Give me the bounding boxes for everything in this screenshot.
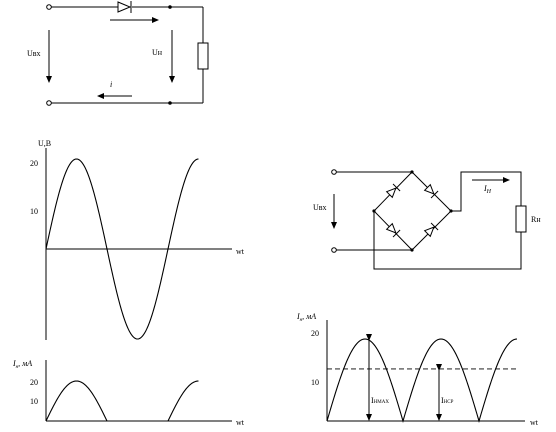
current-label: i (110, 80, 112, 89)
fullwave-tick-20: 20 (311, 329, 319, 338)
bridge-diode-3-icon (385, 222, 401, 238)
bridge-load-label: Rн (531, 215, 541, 224)
bridge-terminal-bottom (331, 247, 337, 253)
iavg-label: IHCP (441, 396, 454, 405)
voltage-chart: U,B 20 10 wt (30, 139, 245, 340)
diode-icon (117, 1, 132, 13)
voltage-tick-10: 10 (30, 207, 38, 216)
bridge-diode-1-icon (385, 183, 401, 199)
halfwave-circuit: Uвх Uн i (27, 1, 209, 106)
bridge-node-left (372, 209, 376, 213)
fullwave-chart: Iн, мА 20 10 wt IHMAX IHCP (296, 312, 539, 427)
halfwave-y-label: Iн, мА (12, 359, 32, 370)
voltage-sine-wave (45, 158, 199, 340)
u-in-label: Uвх (27, 49, 41, 58)
halfwave-current-wave (45, 380, 199, 422)
imax-label: IHMAX (371, 396, 389, 405)
fullwave-y-label: Iн, мА (296, 312, 316, 323)
voltage-y-label: U,B (38, 139, 51, 148)
fullwave-current-wave (326, 338, 518, 423)
bridge-diode-4-icon (423, 222, 439, 238)
bridge-u-in-label: Uвх (313, 203, 327, 212)
bridge-output-top-wire (451, 171, 522, 212)
halfwave-x-label: wt (236, 418, 245, 427)
bridge-circuit: Uвх IH Rн (313, 169, 541, 270)
halfwave-tick-20: 20 (30, 378, 38, 387)
voltage-tick-20: 20 (30, 159, 38, 168)
junction-dot-bottom (168, 101, 172, 105)
u-load-label: Uн (152, 48, 163, 57)
input-terminal-top (46, 4, 52, 10)
halfwave-tick-10: 10 (30, 397, 38, 406)
voltage-x-label: wt (236, 247, 245, 256)
fullwave-tick-10: 10 (311, 378, 319, 387)
bridge-diamond (373, 171, 452, 251)
bridge-load-resistor-icon (515, 205, 527, 233)
load-resistor-icon (197, 42, 209, 70)
bridge-output-bottom-wire (373, 211, 522, 270)
input-terminal-bottom (46, 100, 52, 106)
bridge-node-top (410, 170, 414, 174)
bridge-node-bottom (410, 248, 414, 252)
junction-dot-top (168, 5, 172, 9)
halfwave-chart: Iн, мА 20 10 wt (12, 359, 245, 427)
fullwave-x-label: wt (530, 418, 539, 427)
bridge-diode-2-icon (423, 183, 439, 199)
bridge-node-right (449, 209, 453, 213)
bridge-terminal-top (331, 169, 337, 175)
bridge-current-label: IH (483, 184, 492, 195)
